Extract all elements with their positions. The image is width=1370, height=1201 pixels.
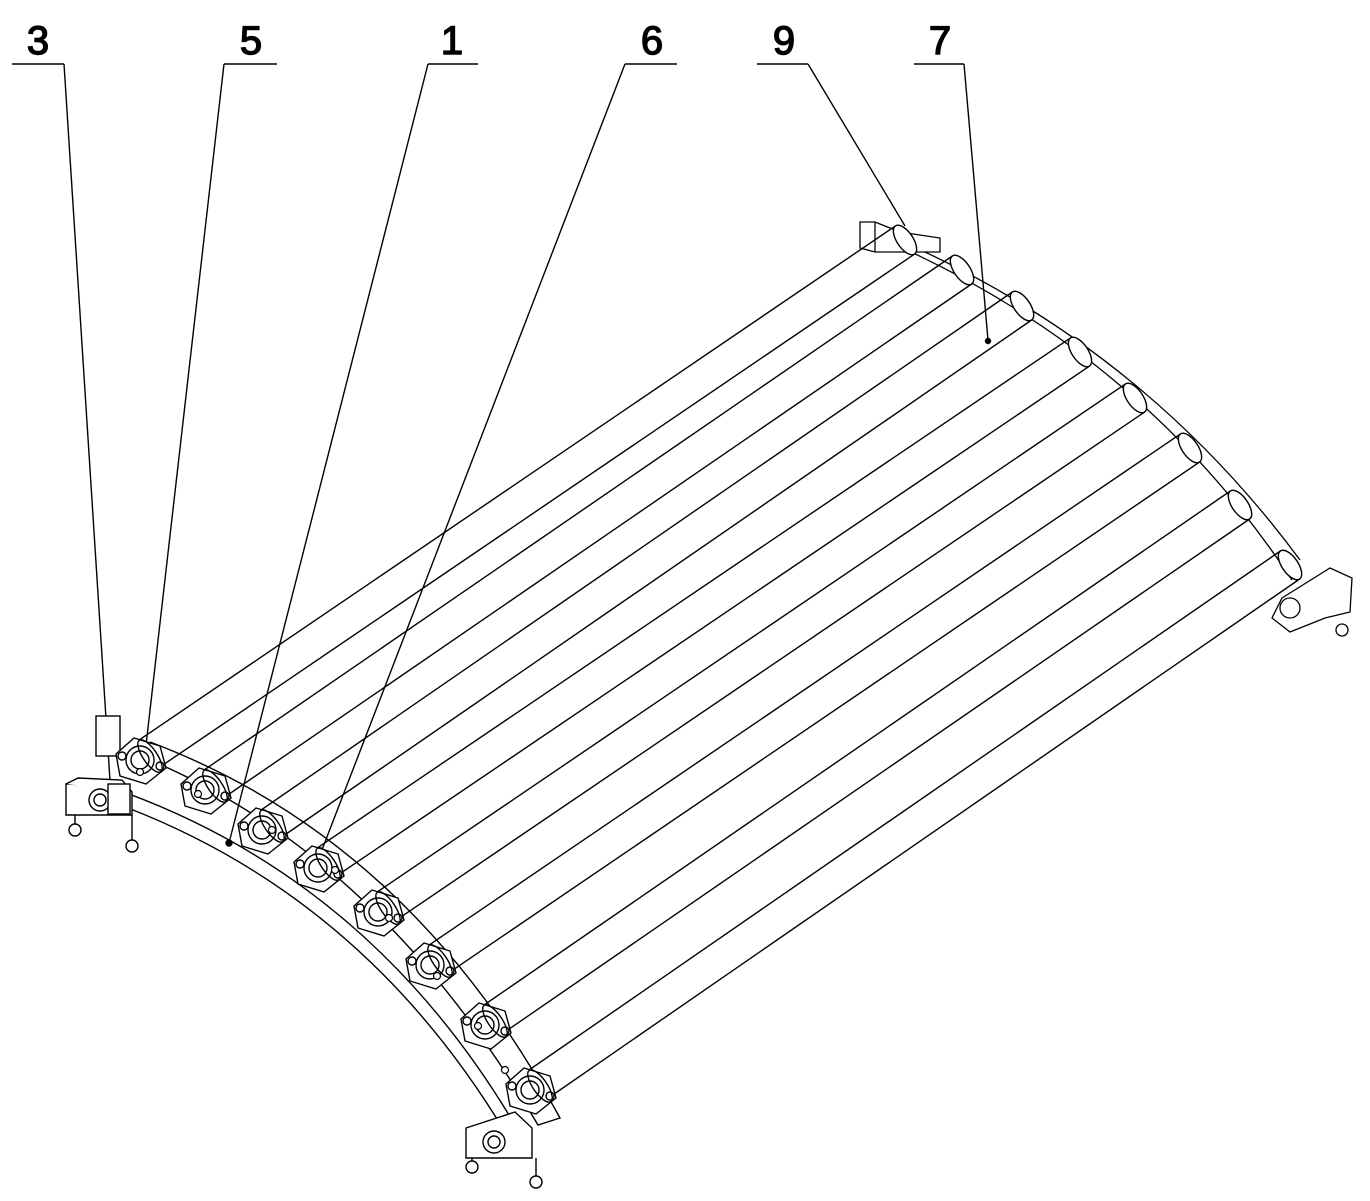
- near-right-bracket: [465, 1111, 543, 1189]
- callout-6: 6: [319, 18, 677, 856]
- roller-6: [405, 432, 1203, 990]
- callout-3: 3: [12, 18, 113, 813]
- callout-6-label: 6: [641, 19, 663, 63]
- rollers: [115, 224, 1303, 1115]
- callout-3-label: 3: [27, 19, 49, 63]
- roller-8: [505, 549, 1303, 1115]
- near-left-bracket: [65, 715, 139, 853]
- roller-1: [115, 224, 918, 785]
- callout-5: 5: [144, 18, 277, 755]
- roller-2: [180, 254, 975, 815]
- callout-9: 9: [757, 18, 906, 227]
- plate-bolt-holes: [135, 767, 510, 1075]
- callout-1-label: 1: [441, 19, 463, 63]
- far-right-bracket: [1271, 567, 1353, 637]
- near-side-frame-plate: [99, 741, 562, 1133]
- callout-1: 1: [228, 18, 478, 844]
- callout-7: 7: [914, 18, 992, 345]
- roller-5: [353, 382, 1148, 937]
- roller-3: [237, 290, 1035, 855]
- callout-7-label: 7: [929, 19, 951, 63]
- roller-7: [460, 489, 1253, 1050]
- callout-5-label: 5: [240, 19, 262, 63]
- callouts: 3 5 1 6 9 7: [12, 18, 992, 856]
- far-side-frame-plate: [859, 223, 1301, 581]
- roller-4: [293, 336, 1093, 893]
- callout-9-label: 9: [773, 19, 795, 63]
